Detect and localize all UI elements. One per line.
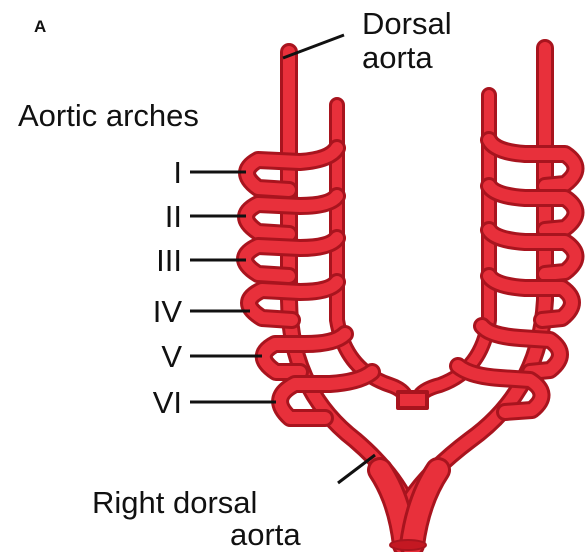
arch-IV-label: IV (122, 296, 182, 327)
right-arch-loops (458, 140, 576, 412)
right-dorsal-aorta-label-line2: aorta (230, 519, 301, 550)
aortic-arches-label: Aortic arches (18, 100, 199, 131)
arch-V-label: V (122, 341, 182, 372)
right-dorsal-aorta-label-line1: Right dorsal (92, 487, 257, 518)
arch-I-label: I (122, 157, 182, 188)
dorsal-aorta-label-line2: aorta (362, 42, 433, 73)
arch-VI-label: VI (122, 387, 182, 418)
aortic-sac (398, 392, 427, 408)
panel-label: A (34, 18, 46, 35)
dorsal-aorta-label-line1: Dorsal (362, 8, 452, 39)
left-arch-loops (245, 148, 372, 418)
arch-II-label: II (122, 201, 182, 232)
arch-III-label: III (122, 245, 182, 276)
